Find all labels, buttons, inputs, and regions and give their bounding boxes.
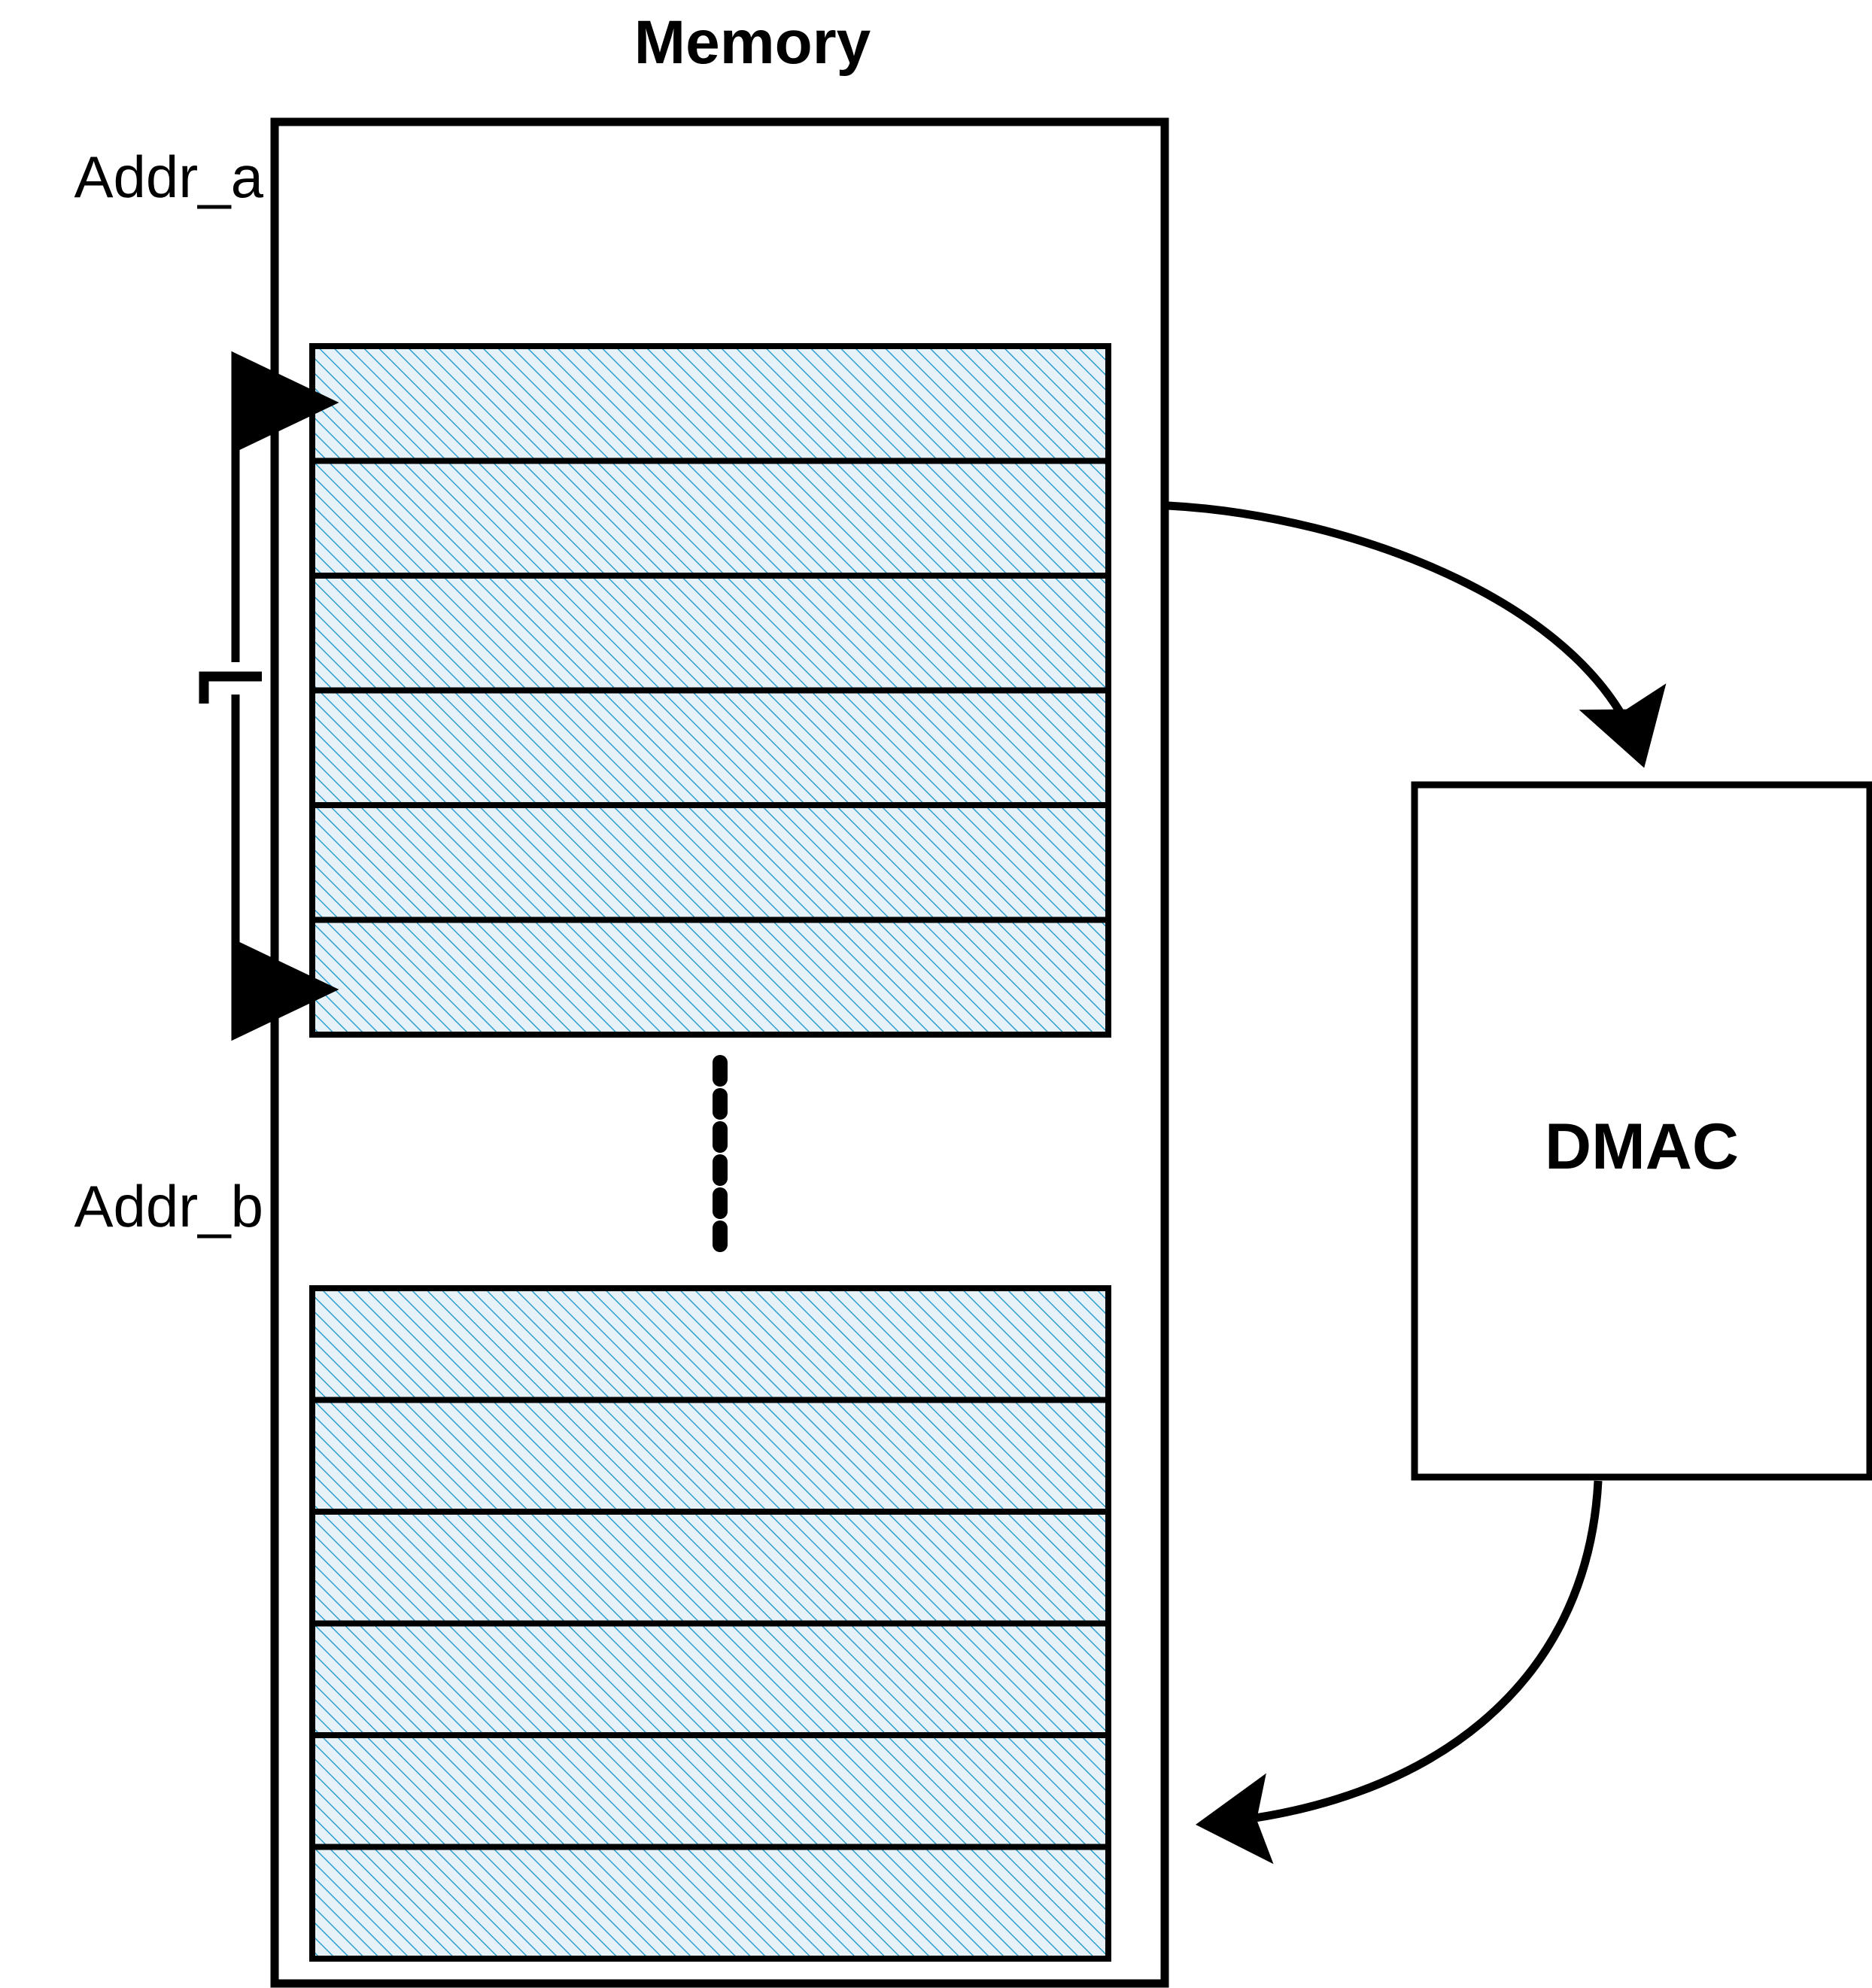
memory-row [309,1732,1111,1850]
dmac-box [1411,781,1872,1481]
memory-row [309,802,1111,923]
memory-to-dmac-arrow [1167,501,1667,768]
addr-a-label: Addr_a [74,144,263,210]
memory-row [309,687,1111,808]
memory-row [309,1620,1111,1738]
memory-row [309,457,1111,579]
memory-row [309,1397,1111,1515]
memory-row [309,1844,1111,1962]
lower-block-group [309,1285,1111,1962]
page-title: Memory [634,8,871,77]
dmac-label: DMAC [1545,1111,1739,1183]
memory-row [309,1509,1111,1627]
memory-row [309,916,1111,1038]
dmac-to-memory-arrow [1196,1480,1603,1865]
address-range-arrow [199,351,339,1041]
addr-b-label: Addr_b [74,1173,263,1239]
memory-row [309,1285,1111,1403]
range-break-bracket-icon [199,671,262,704]
memory-row [309,573,1111,694]
memory-row [309,343,1111,464]
upper-block-group [309,343,1111,1038]
